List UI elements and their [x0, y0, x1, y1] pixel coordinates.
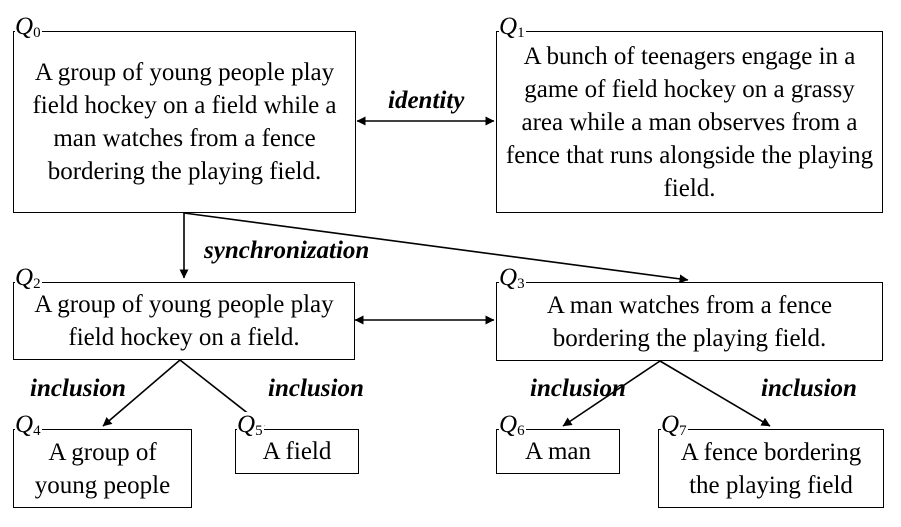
- node-q0-text: A group of young people play field hocke…: [32, 59, 337, 185]
- node-q4-text: A group of young people: [34, 438, 171, 499]
- node-q5-label: Q5: [237, 412, 264, 444]
- node-q2-box: A group of young people play field hocke…: [13, 282, 355, 360]
- edge-q0-q3-arrow: [183, 212, 689, 284]
- node-q2-label: Q2: [15, 265, 42, 297]
- edge-q2-q4-arrow: [102, 359, 181, 427]
- edge-label-identity: identity: [388, 87, 465, 114]
- node-q5-text: A field: [262, 438, 332, 465]
- node-q4-label: Q4: [15, 412, 42, 444]
- node-q6-text: A man: [525, 438, 591, 465]
- node-q7-box: A fence bordering the playing field: [658, 429, 884, 508]
- node-q3-text: A man watches from a fence bordering the…: [546, 291, 833, 352]
- edge-label-inclusion-q6: inclusion: [530, 375, 626, 402]
- node-q3-label: Q3: [499, 265, 526, 297]
- node-q2-text: A group of young people play field hocke…: [34, 291, 334, 351]
- node-q0-box: A group of young people play field hocke…: [13, 31, 356, 213]
- node-q6-box: A man: [496, 429, 620, 474]
- node-q3-box: A man watches from a fence bordering the…: [496, 282, 883, 361]
- edge-label-synchronization: synchronization: [204, 237, 370, 264]
- edge-q3-q7-arrow: [659, 360, 771, 427]
- edge-label-inclusion-q7: inclusion: [761, 375, 857, 402]
- node-q7-text: A fence bordering the playing field: [680, 438, 862, 499]
- node-q6-label: Q6: [499, 412, 526, 444]
- edge-label-inclusion-q5: inclusion: [268, 375, 364, 402]
- edge-label-inclusion-q4: inclusion: [30, 375, 126, 402]
- edge-q3-q6-arrow: [562, 360, 661, 427]
- node-q4-box: A group of young people: [13, 429, 192, 508]
- node-q0-label: Q0: [15, 14, 42, 46]
- node-q5-box: A field: [235, 429, 359, 474]
- node-q1-box: A bunch of teenagers engage in a game of…: [496, 31, 883, 213]
- node-q1-label: Q1: [499, 14, 526, 46]
- node-q1-text: A bunch of teenagers engage in a game of…: [505, 42, 874, 202]
- node-q7-label: Q7: [661, 412, 688, 444]
